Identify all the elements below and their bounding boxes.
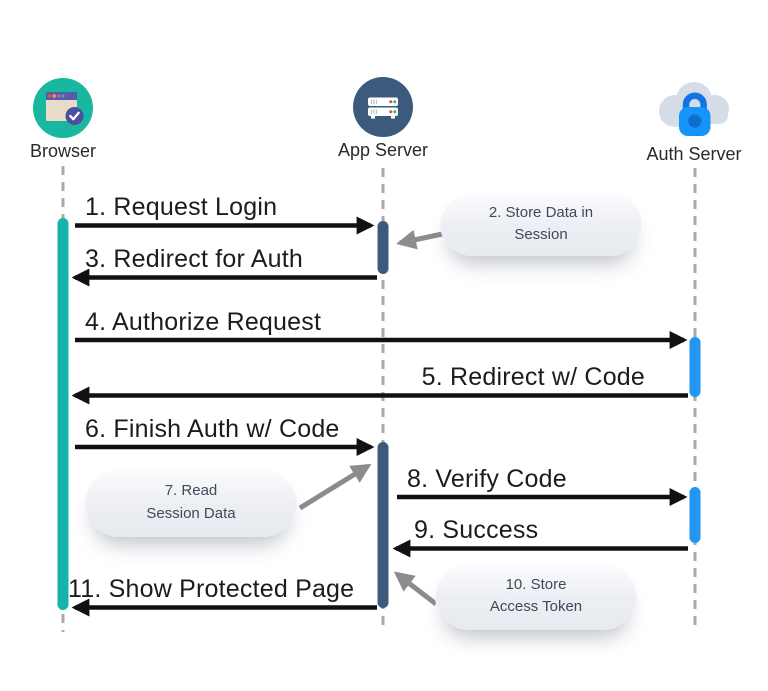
actor-label-browser: Browser — [29, 141, 96, 161]
actor-browser: Browser — [0, 78, 128, 162]
note-2-pointer-arrow — [396, 229, 448, 250]
note-store-access-token: 10. Store Access Token — [435, 562, 637, 630]
auth-server-activation-bar-1 — [689, 337, 701, 397]
server-rack-icon — [353, 77, 413, 137]
browser-activation-bar — [57, 218, 69, 610]
auth-server-activation-bar-2 — [689, 487, 701, 543]
note-line: Session — [514, 226, 568, 243]
message-label-6-finish-auth-w-code: 6. Finish Auth w/ Code — [85, 415, 340, 443]
note-7-pointer-arrow — [298, 463, 372, 511]
note-store-data-in-session: 2. Store Data in Session — [440, 192, 642, 256]
app-server-activation-bar-2 — [377, 442, 389, 608]
message-label-1-request-login: 1. Request Login — [85, 193, 278, 221]
browser-window-check-icon — [33, 78, 93, 138]
message-label-3-redirect-for-auth: 3. Redirect for Auth — [85, 245, 304, 273]
actor-label-auth-server: Auth Server — [646, 144, 742, 164]
note-read-session-data: 7. Read Session Data — [85, 468, 297, 537]
actor-label-app-server: App Server — [337, 140, 429, 160]
note-line: Access Token — [489, 598, 583, 615]
note-line: Session Data — [146, 504, 236, 522]
note-line: 7. Read — [164, 482, 218, 499]
actor-auth-server: Auth Server — [629, 79, 759, 165]
actor-app-server: App Server — [318, 77, 448, 161]
cloud-lock-icon — [659, 82, 729, 136]
message-label-8-verify-code: 8. Verify Code — [407, 465, 567, 493]
note-10-pointer-arrow — [393, 571, 438, 606]
message-label-5-redirect-w-code: 5. Redirect w/ Code — [421, 363, 645, 391]
message-label-4-authorize-request: 4. Authorize Request — [85, 308, 322, 336]
message-label-11-show-protected-page: 11. Show Protected Page — [68, 575, 355, 603]
note-line: 10. Store — [505, 575, 567, 593]
app-server-activation-bar-1 — [377, 221, 389, 274]
message-label-9-success: 9. Success — [414, 516, 539, 544]
note-line: 2. Store Data in — [488, 203, 594, 221]
